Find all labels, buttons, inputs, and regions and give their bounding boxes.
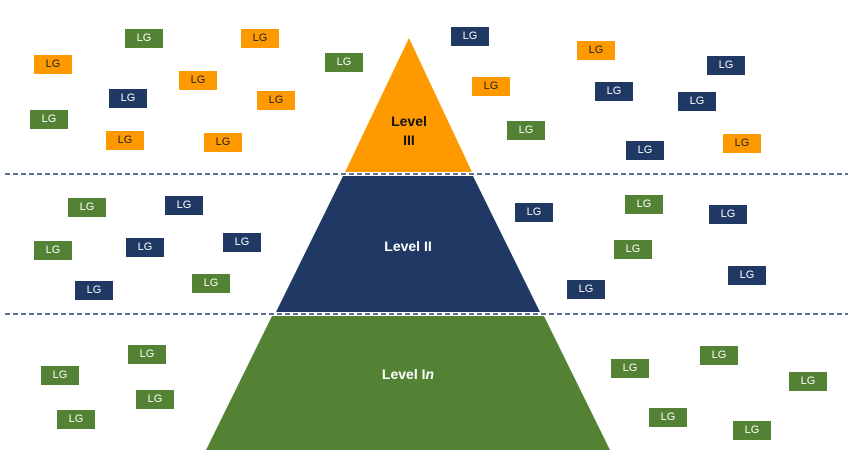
lg-box-orange: LG — [241, 29, 279, 48]
lg-box-green: LG — [125, 29, 163, 48]
level-3-label-line1: Level — [391, 113, 427, 129]
lg-box-orange: LG — [204, 133, 242, 152]
lg-box-green: LG — [68, 198, 106, 217]
level-1-label-prefix: Level I — [381, 366, 426, 382]
lg-box-orange: LG — [723, 134, 761, 153]
pyramid-level-2 — [276, 176, 540, 312]
lg-box-navy: LG — [567, 280, 605, 299]
level-1-label-suffix: n — [425, 366, 435, 382]
lg-box-navy: LG — [165, 196, 203, 215]
lg-box-green: LG — [614, 240, 652, 259]
lg-box-green: LG — [700, 346, 738, 365]
lg-box-navy: LG — [451, 27, 489, 46]
lg-box-green: LG — [30, 110, 68, 129]
pyramid-level-1 — [206, 316, 610, 450]
lg-box-navy: LG — [515, 203, 553, 222]
lg-box-green: LG — [41, 366, 79, 385]
lg-box-navy: LG — [126, 238, 164, 257]
level-1-label: Level In — [358, 365, 458, 384]
lg-box-green: LG — [507, 121, 545, 140]
lg-box-green: LG — [649, 408, 687, 427]
lg-box-green: LG — [611, 359, 649, 378]
lg-box-orange: LG — [577, 41, 615, 60]
level-2-label-text: Level II — [384, 238, 432, 254]
lg-box-orange: LG — [106, 131, 144, 150]
lg-box-green: LG — [625, 195, 663, 214]
level-3-label: Level III — [379, 112, 439, 150]
pyramid-level-3 — [345, 38, 472, 172]
lg-box-green: LG — [733, 421, 771, 440]
level-3-label-line2: III — [403, 132, 415, 148]
lg-box-navy: LG — [109, 89, 147, 108]
lg-box-navy: LG — [626, 141, 664, 160]
lg-box-orange: LG — [257, 91, 295, 110]
lg-box-navy: LG — [709, 205, 747, 224]
lg-box-green: LG — [325, 53, 363, 72]
lg-box-green: LG — [136, 390, 174, 409]
lg-box-navy: LG — [678, 92, 716, 111]
lg-box-green: LG — [57, 410, 95, 429]
lg-box-navy: LG — [595, 82, 633, 101]
lg-box-navy: LG — [223, 233, 261, 252]
lg-box-green: LG — [128, 345, 166, 364]
lg-box-navy: LG — [728, 266, 766, 285]
lg-box-green: LG — [192, 274, 230, 293]
lg-box-green: LG — [789, 372, 827, 391]
lg-box-orange: LG — [34, 55, 72, 74]
lg-box-green: LG — [34, 241, 72, 260]
lg-box-navy: LG — [75, 281, 113, 300]
lg-box-orange: LG — [179, 71, 217, 90]
lg-box-orange: LG — [472, 77, 510, 96]
level-2-label: Level II — [358, 237, 458, 256]
lg-box-navy: LG — [707, 56, 745, 75]
